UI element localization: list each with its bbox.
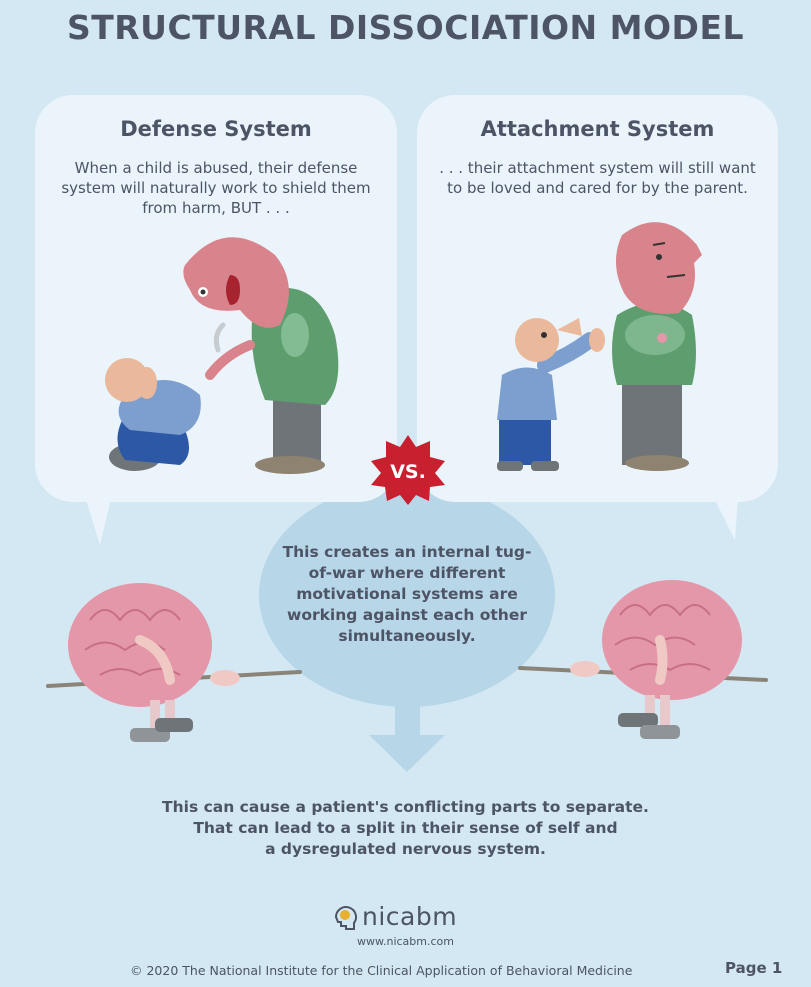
defense-system-text: When a child is abused, their defense sy… (61, 159, 371, 217)
standing-parent (612, 222, 702, 471)
copyright-notice: © 2020 The National Institute for the Cl… (130, 963, 633, 978)
nicabm-logo[interactable]: nicabm (332, 902, 457, 931)
crouching-child (105, 358, 201, 471)
conclusion-text: This can cause a patient's conflicting p… (90, 797, 721, 860)
vs-label: VS. (390, 461, 426, 483)
logo-wordmark: nicabm (362, 902, 458, 931)
page-number: Page 1 (725, 959, 783, 977)
head-icon (334, 905, 357, 930)
defense-system-panel: Defense System When a child is abused, t… (35, 95, 397, 502)
center-bubble (259, 483, 555, 707)
conclusion-line-2: That can lead to a split in their sense … (193, 819, 618, 837)
defense-system-heading: Defense System (120, 117, 312, 141)
reaching-child (497, 318, 605, 471)
website-link[interactable]: www.nicabm.com (357, 935, 454, 948)
tug-of-war-text: This creates an internal tug-of-war wher… (282, 543, 532, 645)
vs-badge: VS. (371, 435, 445, 505)
attachment-system-panel: Attachment System . . . their attachment… (417, 95, 778, 502)
conclusion-line-3: a dysregulated nervous system. (265, 840, 546, 858)
left-brain (68, 583, 240, 742)
right-brain (570, 580, 742, 739)
down-arrow-icon (369, 690, 445, 772)
defense-scene (105, 237, 339, 474)
conclusion-line-1: This can cause a patient's conflicting p… (162, 798, 649, 816)
angry-parent (183, 237, 339, 474)
page-title: STRUCTURAL DISSOCIATION MODEL (66, 8, 745, 47)
attachment-system-text: . . . their attachment system will still… (439, 159, 756, 197)
attachment-system-heading: Attachment System (480, 117, 715, 141)
attachment-scene (497, 222, 702, 471)
